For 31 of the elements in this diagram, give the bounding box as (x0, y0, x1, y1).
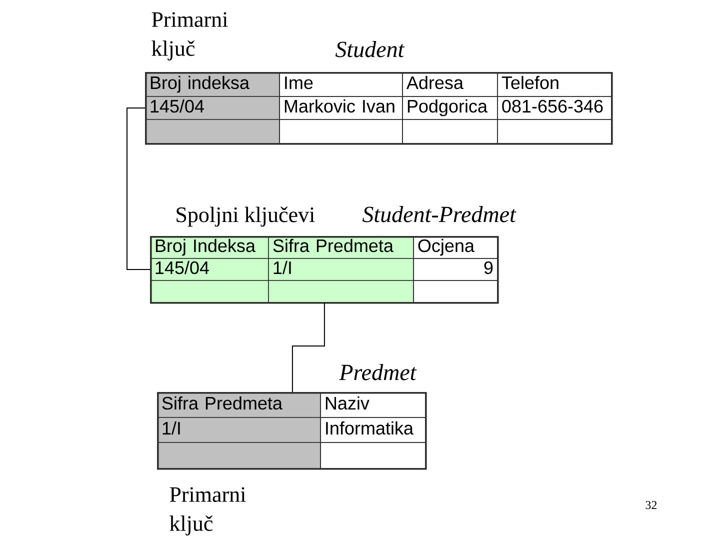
table-cell: 145/04 (150, 258, 269, 281)
header-cell: Ime (279, 72, 403, 97)
header-cell: Ocjena (413, 236, 498, 259)
table-title: Student-Predmet (362, 206, 516, 222)
header-cell: Naziv (320, 392, 426, 418)
connector-line (292, 302, 325, 392)
header-cell: Broj Indeksa (150, 236, 269, 259)
empty-cell (145, 119, 280, 144)
table-title: Predmet (339, 364, 417, 380)
empty-cell (497, 119, 612, 144)
empty-cell (157, 442, 321, 469)
table-title: Student (335, 41, 405, 58)
table-cell: 9 (413, 258, 498, 281)
table-cell: 1/I (157, 417, 321, 443)
annotation: Primarni ključ (152, 12, 228, 60)
table-cell: 1/I (268, 258, 414, 281)
annotation: Spoljni ključevi (176, 206, 315, 227)
table-cell: Podgorica (402, 96, 498, 120)
empty-cell (402, 119, 498, 144)
page-number: 32 (646, 501, 657, 510)
table-cell: Markovic Ivan (279, 96, 403, 120)
header-cell: Sifra Predmeta (157, 392, 321, 418)
annotation: Primarni ključ (170, 487, 246, 536)
table-cell: 081-656-346 (497, 96, 612, 120)
header-cell: Telefon (497, 72, 612, 97)
header-cell: Adresa (402, 72, 498, 97)
connector-line (126, 107, 150, 270)
header-cell: Sifra Predmeta (268, 236, 414, 259)
table-cell: 145/04 (145, 96, 280, 120)
table-cell: Informatika (320, 417, 426, 443)
header-cell: Broj indeksa (145, 72, 280, 97)
